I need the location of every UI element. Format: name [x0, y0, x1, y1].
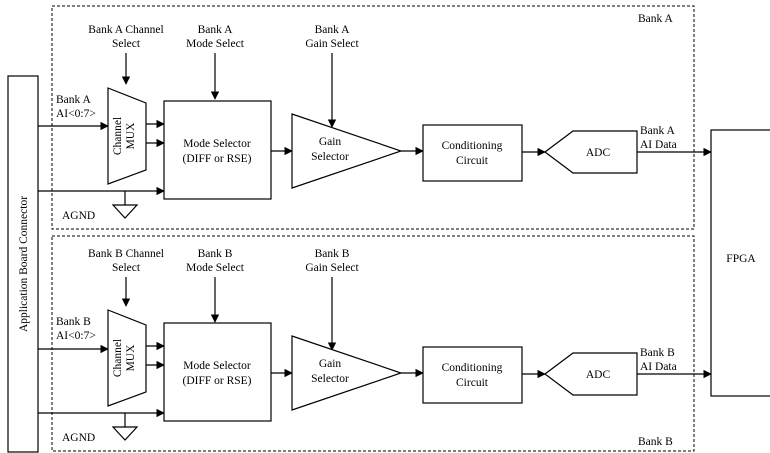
- fpga-label: FPGA: [726, 253, 756, 265]
- bank-a-agnd-label: AGND: [62, 210, 95, 222]
- bank-b-mux-label-1: Channel: [112, 339, 124, 377]
- bank-a-mux: [107, 87, 147, 185]
- bank-b-conditioning-circuit: [422, 346, 523, 404]
- bank-a-mux-label-2: MUX: [125, 122, 137, 150]
- connector-box: [7, 75, 39, 453]
- bank-b: Bank B Bank B Channel Select Bank B Mode…: [38, 235, 712, 452]
- bank-b-conditioning-label-1: Conditioning: [442, 362, 503, 374]
- bank-a-gain-select-label-2: Gain Select: [305, 38, 359, 50]
- bank-b-input-label-2: AI<0:7>: [56, 330, 96, 342]
- bank-a-conditioning-label-1: Conditioning: [442, 140, 503, 152]
- bank-b-channel-select-label-2: Select: [112, 262, 141, 274]
- bank-a-mode-selector-label-1: Mode Selector: [183, 138, 251, 150]
- bank-a-channel-select-label-1: Bank A Channel: [88, 24, 163, 36]
- bank-b-mode-select-label-2: Mode Select: [186, 262, 245, 274]
- bank-b-ground-icon: [111, 426, 139, 441]
- bank-b-mux: [107, 309, 147, 407]
- bank-a-mode-selector-label-2: (DIFF or RSE): [182, 153, 251, 165]
- bank-a-region-label: Bank A: [638, 13, 674, 25]
- bank-a-region: [51, 5, 695, 230]
- bank-a-mode-select-label-2: Mode Select: [186, 38, 245, 50]
- bank-b-gain-select-label-2: Gain Select: [305, 262, 359, 274]
- bank-b-input-label-1: Bank B: [56, 316, 91, 328]
- bank-b-agnd-label: AGND: [62, 432, 95, 444]
- bank-a-gain-select-label-1: Bank A: [315, 24, 351, 36]
- bank-b-mode-selector-label-2: (DIFF or RSE): [182, 375, 251, 387]
- bank-a-conditioning-circuit: [422, 124, 523, 182]
- bank-b-output-label-2: AI Data: [640, 361, 677, 373]
- bank-a-input-label-1: Bank A: [56, 94, 92, 106]
- bank-a-mode-select-label-1: Bank A: [198, 24, 234, 36]
- bank-a-conditioning-label-2: Circuit: [456, 155, 489, 167]
- bank-b-gain-selector: [291, 335, 403, 411]
- bank-b-gain-select-label-1: Bank B: [315, 248, 350, 260]
- bank-a-channel-select-label-2: Select: [112, 38, 141, 50]
- connector-label: Application Board Connector: [18, 196, 30, 332]
- bank-b-region-label: Bank B: [638, 436, 673, 448]
- bank-b-conditioning-label-2: Circuit: [456, 377, 489, 389]
- bank-a-mode-selector: [163, 100, 272, 200]
- bank-b-mode-select-label-1: Bank B: [198, 248, 233, 260]
- bank-a-gain-selector: [291, 113, 403, 189]
- bank-b-mode-selector: [163, 322, 272, 422]
- bank-a-output-label-1: Bank A: [640, 125, 676, 137]
- bank-a-adc-label: ADC: [586, 147, 611, 159]
- bank-a-gain-selector-label-1: Gain: [319, 136, 342, 148]
- bank-b-adc-label: ADC: [586, 369, 611, 381]
- bank-b-region: [51, 235, 695, 452]
- bank-b-channel-select-label-1: Bank B Channel: [88, 248, 164, 260]
- bank-b-output-label-1: Bank B: [640, 347, 675, 359]
- bank-a-mux-label-1: Channel: [112, 117, 124, 155]
- bank-b-gain-selector-label-2: Selector: [311, 373, 349, 385]
- bank-a-output-label-2: AI Data: [640, 139, 677, 151]
- bank-b-mux-label-2: MUX: [125, 344, 137, 372]
- fpga-box: [710, 129, 770, 397]
- bank-a-ground-icon: [111, 204, 139, 219]
- bank-b-gain-selector-label-1: Gain: [319, 358, 342, 370]
- bank-a-gain-selector-label-2: Selector: [311, 151, 349, 163]
- bank-b-mode-selector-label-1: Mode Selector: [183, 360, 251, 372]
- bank-a-input-label-2: AI<0:7>: [56, 108, 96, 120]
- bank-a: Bank A Bank A Channel Select Bank A Mode…: [38, 5, 712, 230]
